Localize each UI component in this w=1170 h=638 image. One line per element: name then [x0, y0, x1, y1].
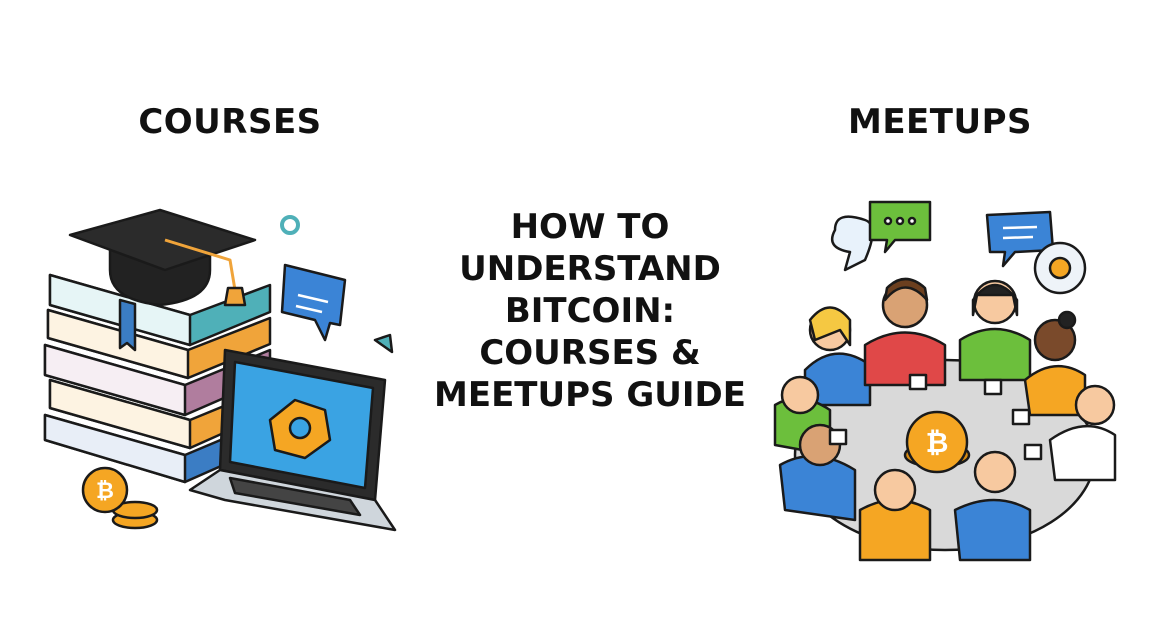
- meetup-participants: [773, 277, 1117, 562]
- bitcoin-icon: ₿: [96, 479, 114, 504]
- courses-illustration: ₿: [43, 208, 397, 532]
- speech-bubble-group: [830, 200, 1087, 295]
- speech-bubble-icon: [830, 215, 874, 272]
- page-title: HOW TO UNDERSTAND BITCOIN: COURSES & MEE…: [425, 206, 755, 416]
- bitcoin-coin: ₿: [903, 410, 971, 474]
- courses-heading: COURSES: [138, 102, 322, 142]
- title-line-5: MEETUPS GUIDE: [434, 375, 746, 415]
- shape-icon: [373, 333, 394, 354]
- speech-bubble-blue-icon: [985, 210, 1055, 268]
- chat-bubble-icon: [280, 263, 347, 342]
- bitcoin-coins: ₿: [81, 466, 159, 530]
- ring-icon: [280, 215, 300, 235]
- meetups-illustration: ₿: [773, 200, 1117, 562]
- title-line-1: HOW TO: [510, 207, 670, 247]
- speech-bubble-green-icon: [868, 200, 932, 254]
- books-stack: [43, 273, 282, 484]
- meetups-heading: MEETUPS: [848, 102, 1032, 142]
- title-line-2: UNDERSTAND: [459, 249, 721, 289]
- laptop-icon: [188, 348, 397, 532]
- title-line-3: BITCOIN:: [504, 291, 676, 331]
- coffee-cups: [828, 373, 1043, 461]
- graduation-cap-icon: [68, 208, 257, 307]
- bitcoin-icon: ₿: [926, 426, 949, 459]
- title-line-4: COURSES &: [479, 333, 701, 373]
